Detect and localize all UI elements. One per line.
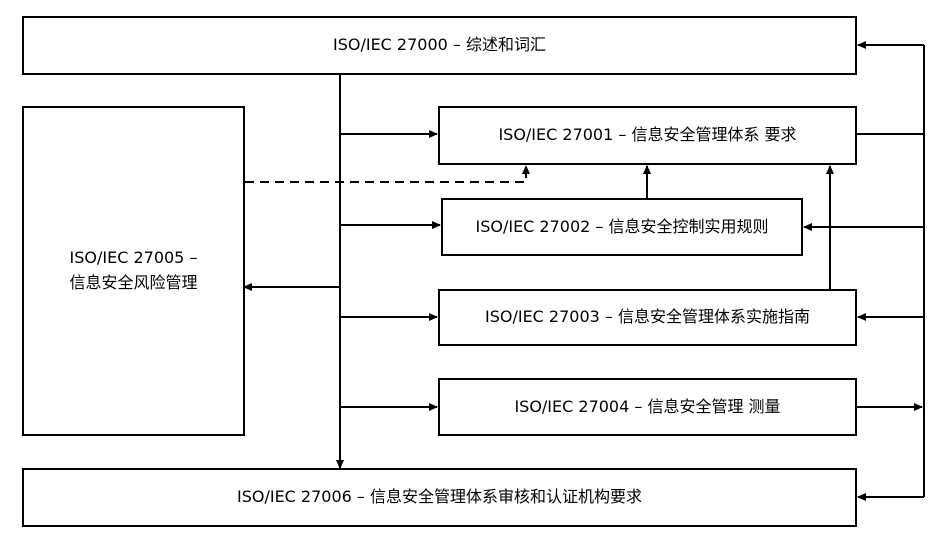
box-iso27001: ISO/IEC 27001 – 信息安全管理体系 要求 [438, 106, 857, 165]
label-iso27005-line2: 信息安全风险管理 [69, 273, 198, 292]
label-iso27005-line1: ISO/IEC 27005 – [69, 248, 198, 268]
box-iso27005: ISO/IEC 27005 – 信息安全风险管理 [22, 106, 245, 436]
box-iso27006: ISO/IEC 27006 – 信息安全管理体系审核和认证机构要求 [22, 468, 857, 527]
label-iso27001: ISO/IEC 27001 – 信息安全管理体系 要求 [498, 125, 797, 145]
box-iso27002: ISO/IEC 27002 – 信息安全控制实用规则 [441, 198, 803, 256]
label-iso27003: ISO/IEC 27003 – 信息安全管理体系实施指南 [484, 307, 811, 327]
box-iso27004: ISO/IEC 27004 – 信息安全管理 测量 [438, 378, 857, 436]
dashed-arrow-27005-to-27001 [245, 165, 530, 183]
box-iso27000: ISO/IEC 27000 – 综述和词汇 [22, 16, 857, 75]
label-iso27006: ISO/IEC 27006 – 信息安全管理体系审核和认证机构要求 [236, 487, 643, 507]
label-iso27004: ISO/IEC 27004 – 信息安全管理 测量 [514, 396, 781, 416]
label-iso27000: ISO/IEC 27000 – 综述和词汇 [332, 35, 547, 55]
label-iso27005: ISO/IEC 27005 – 信息安全风险管理 [69, 246, 197, 296]
box-iso27003: ISO/IEC 27003 – 信息安全管理体系实施指南 [438, 289, 857, 346]
label-iso27002: ISO/IEC 27002 – 信息安全控制实用规则 [475, 216, 769, 236]
